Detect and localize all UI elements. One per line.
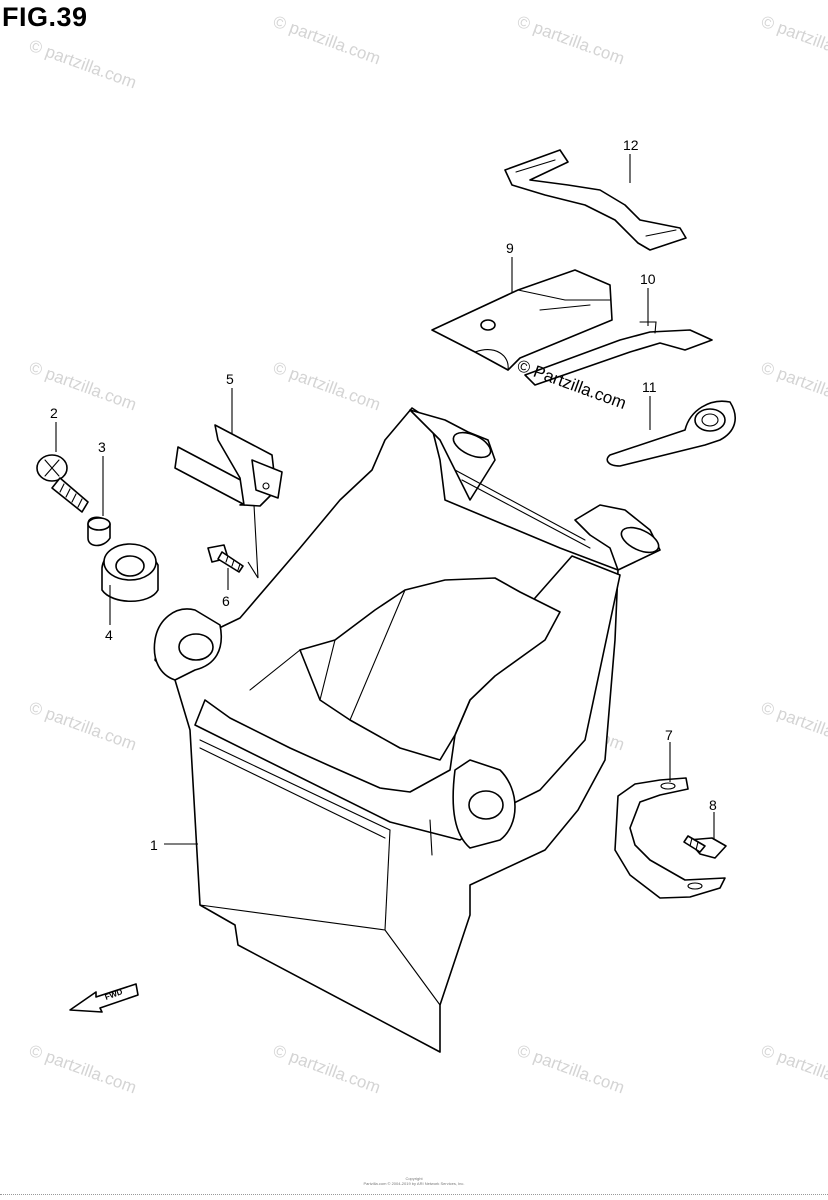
part-number-10: 10 [640, 271, 656, 287]
leader-lines [55, 154, 715, 845]
part-number-3: 3 [98, 439, 106, 455]
part-11-spanner [606, 400, 736, 467]
watermark: © partzilla.com [271, 12, 383, 68]
part-number-labels: 1 2 3 4 5 6 7 8 9 10 11 12 [50, 137, 717, 853]
part-9-cover [431, 269, 613, 371]
part-3-collar [87, 516, 111, 547]
watermark: © partzilla.com [515, 1041, 627, 1097]
watermark: © partzilla.com [759, 698, 828, 754]
watermark: © partzilla.com [515, 12, 627, 68]
part-number-11: 11 [642, 379, 657, 395]
part-number-5: 5 [226, 371, 234, 387]
part-6-bolt [207, 544, 244, 573]
part-5-clip [174, 424, 283, 507]
part-8-bolt [683, 835, 727, 859]
footer-line-2: Partzilla.com © 2004-2019 by ARI Network… [363, 1181, 465, 1186]
watermark: © partzilla.com [27, 1041, 139, 1097]
part-number-7: 7 [665, 727, 673, 743]
bottom-rule [0, 1194, 828, 1195]
fwd-arrow-icon: FWD [69, 983, 139, 1013]
part-number-12: 12 [623, 137, 639, 153]
footer-copyright: Copyright Partzilla.com © 2004-2019 by A… [0, 1176, 828, 1186]
part-number-2: 2 [50, 405, 58, 421]
part-2-screw [36, 454, 89, 513]
watermark: © partzilla.com [27, 36, 139, 92]
part-12-strap [504, 149, 687, 251]
part-1-box [153, 407, 661, 1053]
watermark: © partzilla.com [759, 12, 828, 68]
part-number-4: 4 [105, 627, 113, 643]
footer-line-1: Copyright [405, 1176, 423, 1181]
watermark: © partzilla.com [271, 358, 383, 414]
part-number-6: 6 [222, 593, 230, 609]
watermark: © partzilla.com [27, 358, 139, 414]
part-7-bracket [614, 777, 726, 899]
watermark: © partzilla.com [759, 1041, 828, 1097]
figure-title: FIG.39 [2, 2, 88, 32]
watermark: © partzilla.com [271, 1041, 383, 1097]
watermark: © partzilla.com [27, 698, 139, 754]
part-number-8: 8 [709, 797, 717, 813]
part-4-grommet [101, 543, 159, 602]
part-number-1: 1 [150, 837, 158, 853]
part-10-wrench [524, 321, 713, 386]
part-number-9: 9 [506, 240, 514, 256]
watermark: © partzilla.com [759, 358, 828, 414]
